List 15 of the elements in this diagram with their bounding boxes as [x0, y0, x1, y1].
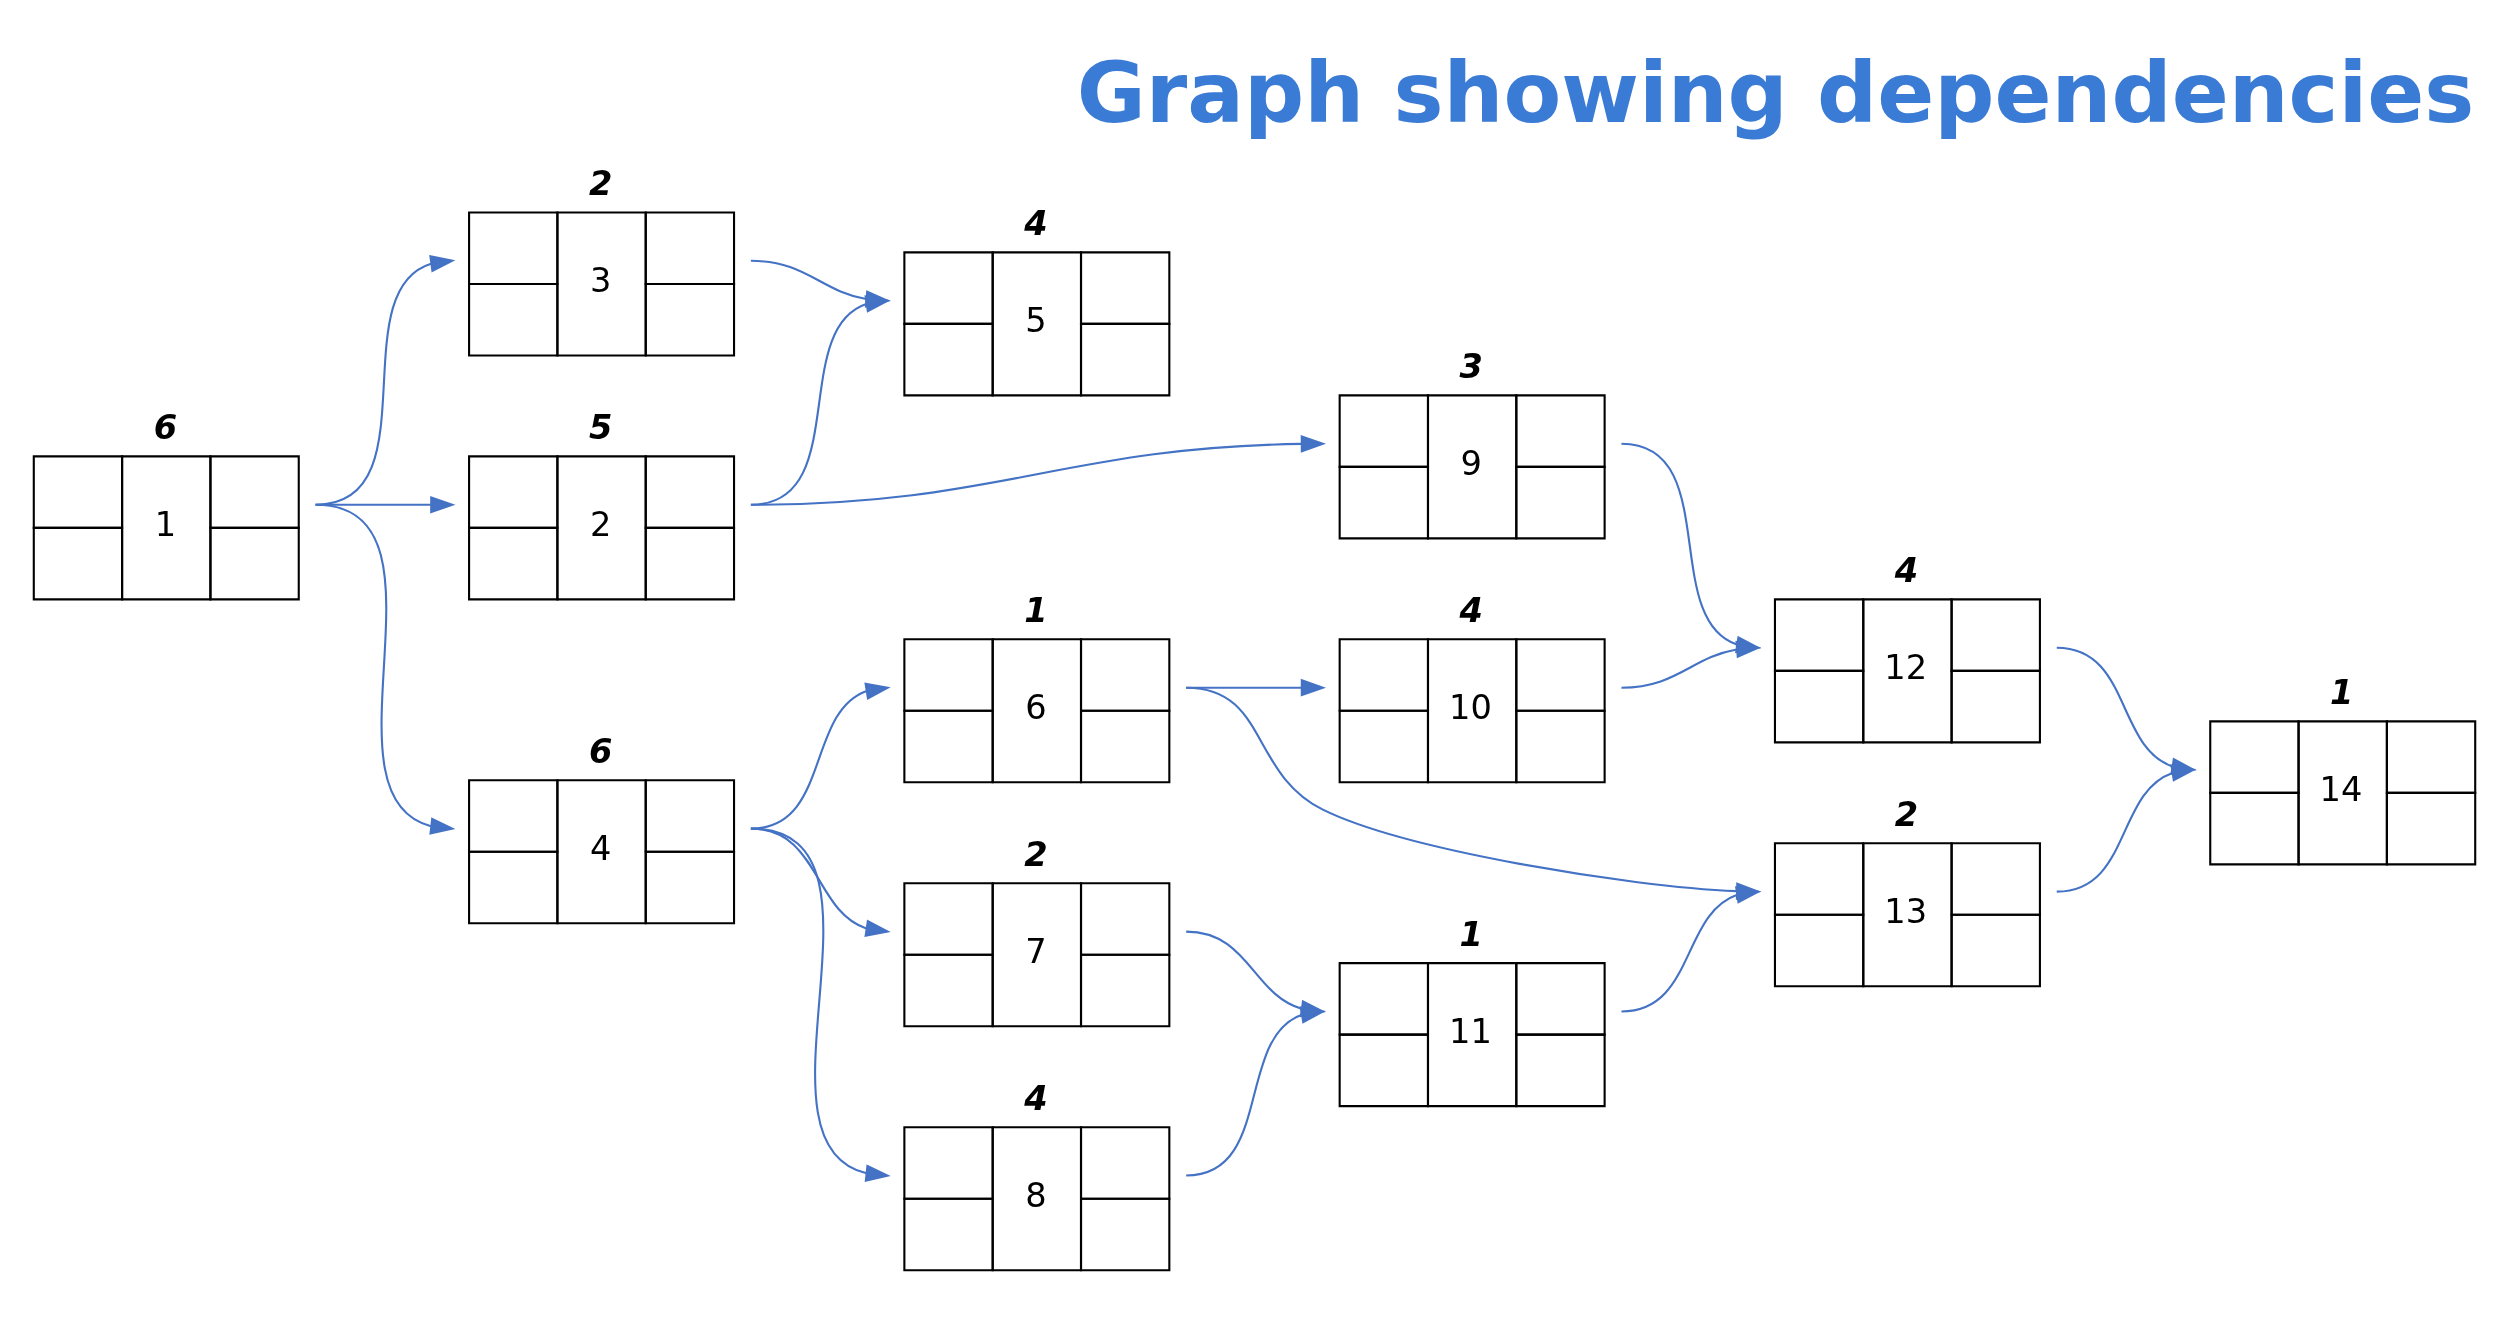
- node-label: 2: [1894, 794, 1919, 834]
- node-label: 4: [1024, 203, 1048, 243]
- node-label: 3: [1459, 346, 1483, 386]
- node-label: 6: [588, 731, 613, 771]
- diagram-title: Graph showing dependencies: [1076, 43, 2475, 142]
- node-label: 5: [588, 407, 613, 447]
- node-label: 1: [1024, 590, 1048, 630]
- node-label: 4: [1459, 590, 1483, 630]
- node-label: 1: [1459, 914, 1483, 954]
- node-label: 2: [1024, 834, 1048, 874]
- node-label: 2: [588, 163, 613, 203]
- node-label: 4: [1024, 1078, 1048, 1118]
- node-label: 1: [2330, 672, 2354, 712]
- node-label: 6: [153, 407, 178, 447]
- node-label: 4: [1894, 550, 1919, 590]
